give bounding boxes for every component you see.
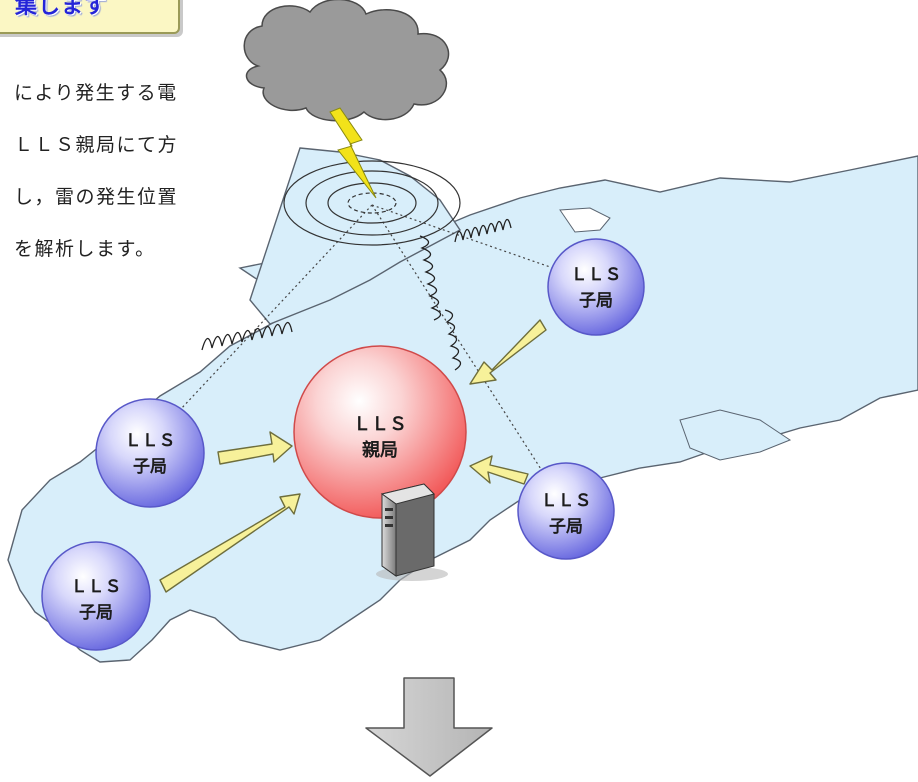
sub-station-2-label-1: ＬＬＳ — [571, 265, 622, 285]
sub-station-3-circle — [517, 462, 615, 560]
description-line-4: を解析します。 — [14, 238, 156, 260]
description-line-1: により発生する電 — [14, 82, 178, 104]
sub-station-4-label-1: ＬＬＳ — [71, 577, 122, 597]
sub-station-3-label-2: 子局 — [549, 517, 583, 537]
sub-station-4-label-2: 子局 — [79, 603, 113, 623]
sub-station-2-label-2: 子局 — [579, 291, 613, 311]
sub-station-1-circle — [95, 398, 205, 508]
server-icon — [376, 483, 448, 581]
description-line-3: し，雷の発生位置 — [14, 186, 179, 208]
station-labels: ＬＬＳ 親局 ＬＬＳ 子局 ＬＬＳ 子局 ＬＬＳ 子局 ＬＬＳ 子局 — [71, 265, 622, 623]
sub-station-1-label-2: 子局 — [133, 457, 167, 477]
radio-waves — [201, 218, 512, 371]
master-station-circle — [293, 345, 467, 519]
signal-paths — [149, 204, 597, 503]
down-arrow-icon — [365, 677, 493, 777]
sub-station-4-circle — [41, 541, 151, 651]
master-station-label-2: 親局 — [362, 439, 398, 461]
header-title: 集します — [15, 0, 108, 19]
sub-station-3-label-1: ＬＬＳ — [541, 491, 592, 511]
arrow-sub4-to-master — [159, 493, 301, 593]
arrow-sub3-to-master — [469, 455, 529, 485]
arrow-sub2-to-master — [469, 319, 547, 385]
arrow-sub1-to-master — [217, 431, 293, 465]
description-line-2: ＬＬＳ親局にて方 — [14, 134, 179, 156]
lightning-strike-rings — [283, 160, 461, 246]
master-station-label-1: ＬＬＳ — [353, 414, 407, 435]
sub-station-1-label-1: ＬＬＳ — [125, 431, 176, 451]
thundercloud-icon — [243, 0, 450, 199]
sub-station-2-circle — [547, 238, 645, 336]
header-box: 集します — [0, 0, 180, 34]
data-flow-arrows — [159, 319, 547, 593]
